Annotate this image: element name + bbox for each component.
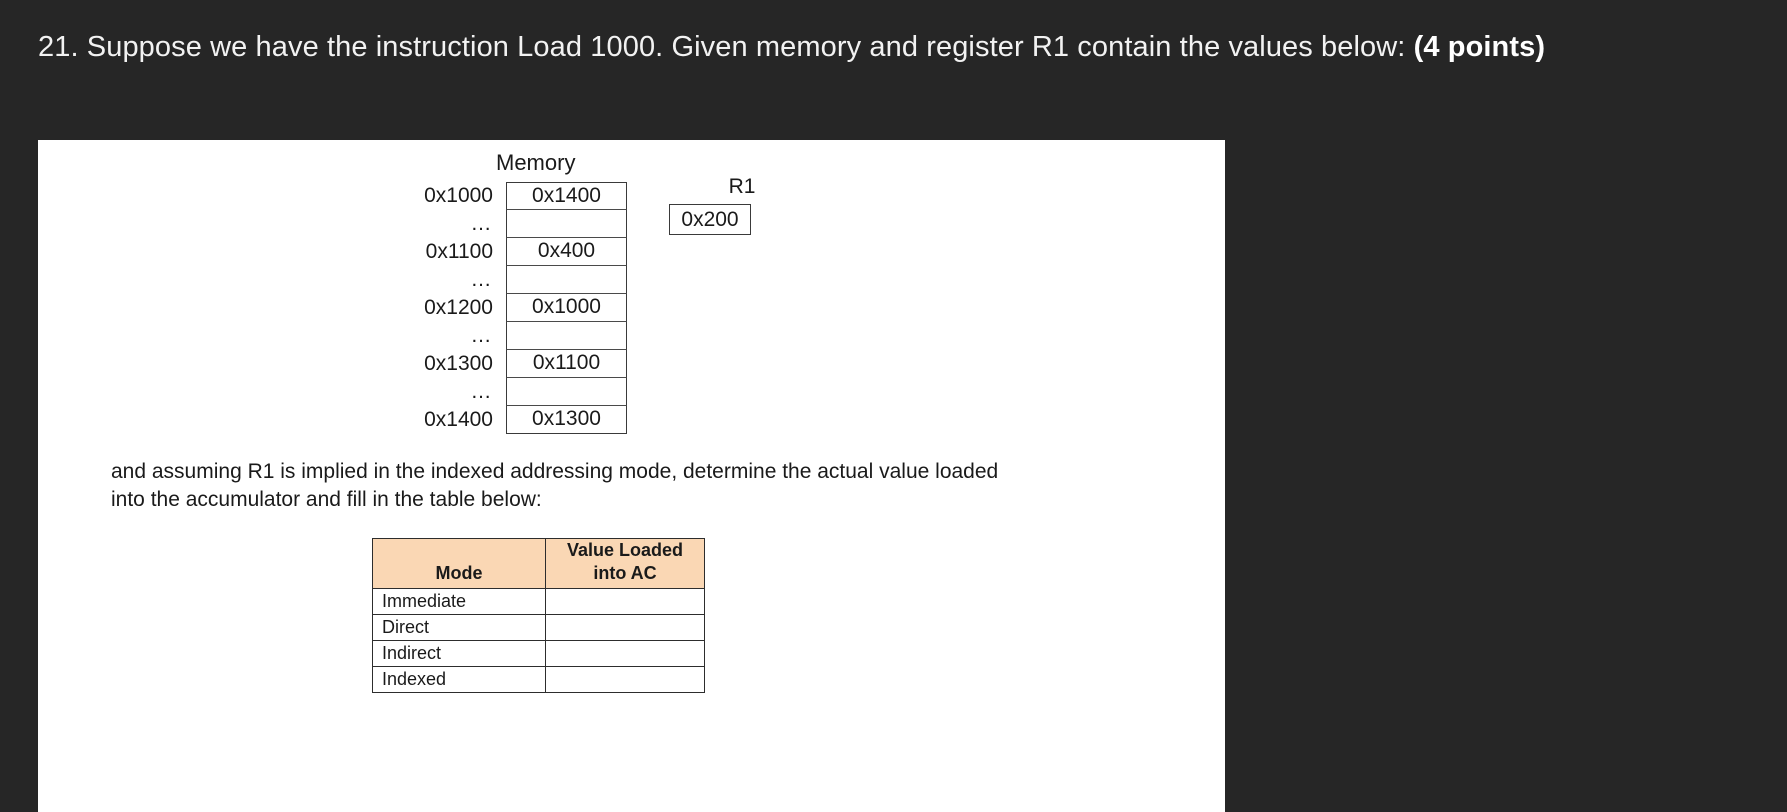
- memory-address-label: 0x1000: [424, 184, 493, 207]
- value-cell-immediate[interactable]: [545, 588, 705, 615]
- memory-value-cell: 0x1400: [506, 182, 627, 210]
- memory-address-label: 0x1400: [424, 408, 493, 431]
- memory-address-label: …: [470, 380, 493, 403]
- memory-row: 0x1300 0x1100: [38, 350, 627, 378]
- memory-row: …: [38, 322, 627, 350]
- table-row: Indirect: [372, 640, 705, 667]
- document-panel: Memory 0x1000 0x1400 … 0x1100 0x400 … 0x…: [38, 140, 1225, 812]
- column-header-value-line1: Value Loaded: [566, 540, 684, 560]
- mode-cell-indirect: Indirect: [372, 640, 546, 667]
- memory-address-label: …: [470, 212, 493, 235]
- value-cell-indirect[interactable]: [545, 640, 705, 667]
- table-row: Direct: [372, 614, 705, 641]
- memory-row: 0x1400 0x1300: [38, 406, 627, 434]
- register-value-r1: 0x200: [669, 204, 751, 235]
- table-row: Indexed: [372, 666, 705, 693]
- memory-address-label: …: [470, 268, 493, 291]
- question-heading: 21. Suppose we have the instruction Load…: [38, 22, 1768, 74]
- column-header-mode: Mode: [372, 538, 546, 589]
- memory-row: …: [38, 266, 627, 294]
- column-header-value-loaded: Value Loaded into AC: [545, 538, 705, 589]
- memory-row: …: [38, 210, 627, 238]
- mode-cell-indexed: Indexed: [372, 666, 546, 693]
- memory-value-cell: 0x1000: [506, 294, 627, 322]
- memory-address-label: 0x1100: [425, 240, 493, 263]
- mode-cell-immediate: Immediate: [372, 588, 546, 615]
- memory-value-cell: 0x400: [506, 238, 627, 266]
- answer-table: Mode Value Loaded into AC Immediate Dire…: [372, 538, 705, 693]
- answer-table-head: Mode Value Loaded into AC: [372, 538, 705, 589]
- memory-row: 0x1000 0x1400: [38, 182, 627, 210]
- memory-address-label: 0x1300: [424, 352, 493, 375]
- memory-value-cell: [506, 210, 627, 238]
- memory-table: 0x1000 0x1400 … 0x1100 0x400 … 0x1200 0x…: [38, 182, 627, 434]
- memory-value-cell: [506, 378, 627, 406]
- question-heading-text: 21. Suppose we have the instruction Load…: [38, 31, 1414, 63]
- value-cell-direct[interactable]: [545, 614, 705, 641]
- memory-value-cell: 0x1100: [506, 350, 627, 378]
- column-header-value-line2: into AC: [593, 562, 657, 583]
- memory-value-cell: 0x1300: [506, 406, 627, 434]
- mode-cell-direct: Direct: [372, 614, 546, 641]
- memory-row: …: [38, 378, 627, 406]
- instruction-paragraph: and assuming R1 is implied in the indexe…: [111, 460, 999, 511]
- answer-table-header-row: Mode Value Loaded into AC: [372, 538, 705, 589]
- value-cell-indexed[interactable]: [545, 666, 705, 693]
- memory-row: 0x1100 0x400: [38, 238, 627, 266]
- memory-address-label: 0x1200: [424, 296, 493, 319]
- memory-address-label: …: [470, 324, 493, 347]
- question-points-label: (4 points): [1413, 31, 1546, 63]
- memory-row: 0x1200 0x1000: [38, 294, 627, 322]
- memory-value-cell: [506, 322, 627, 350]
- memory-value-cell: [506, 266, 627, 294]
- register-label-r1: R1: [728, 175, 756, 198]
- answer-table-body: Immediate Direct Indirect Indexed: [372, 588, 705, 693]
- memory-diagram-title: Memory: [496, 150, 576, 175]
- table-row: Immediate: [372, 588, 705, 615]
